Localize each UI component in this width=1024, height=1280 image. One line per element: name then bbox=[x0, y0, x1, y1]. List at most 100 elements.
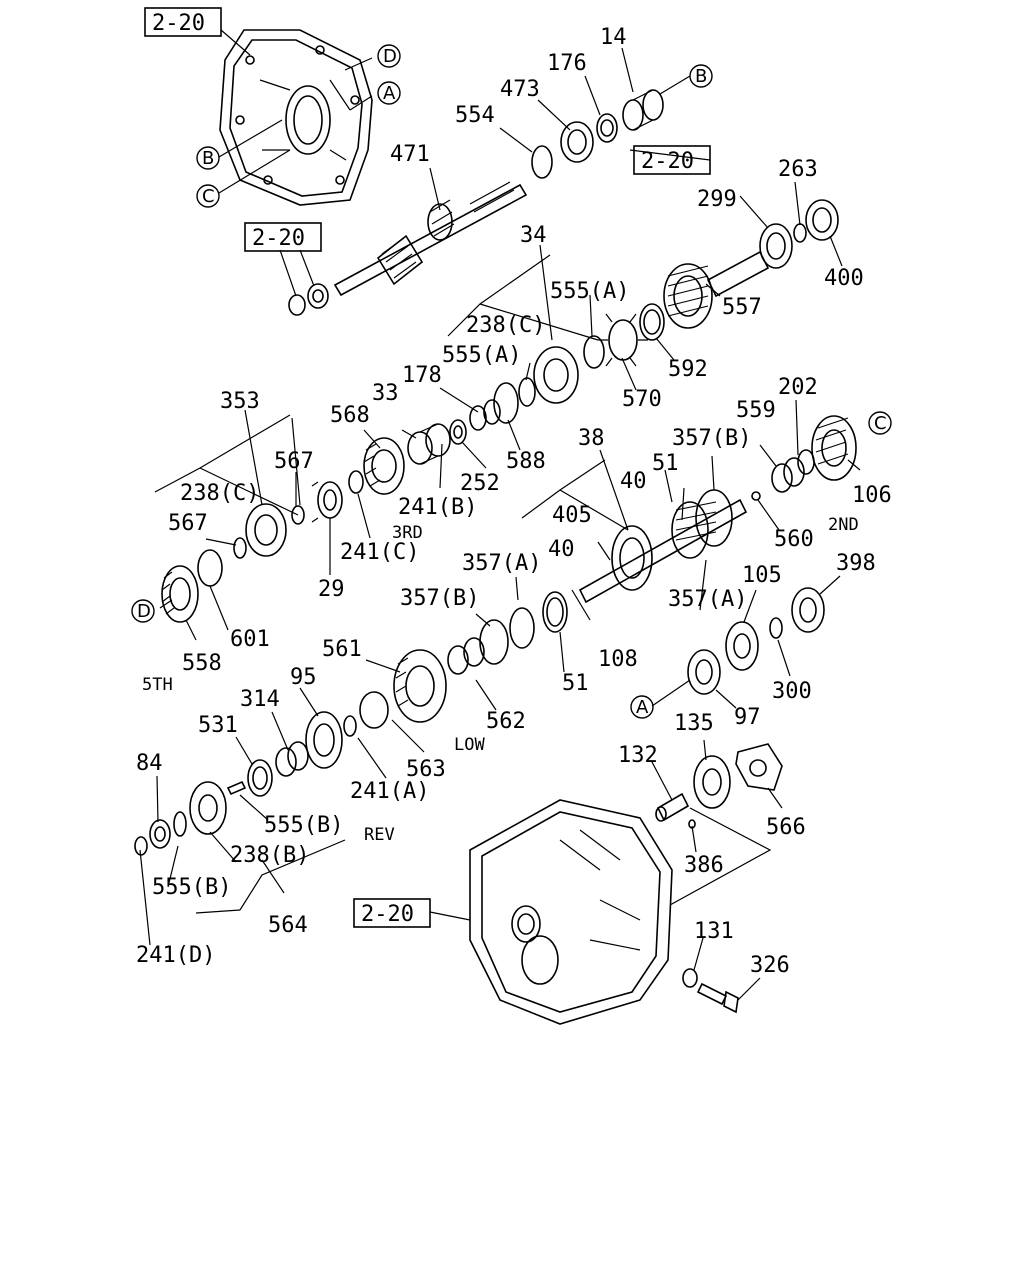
circle-ref-b-right-text: B bbox=[695, 66, 707, 87]
circle-ref-c-left: C bbox=[196, 184, 220, 208]
snap-ring-555b-lower bbox=[173, 811, 187, 837]
label-326: 326 bbox=[750, 953, 790, 978]
label-559: 559 bbox=[736, 398, 776, 423]
synchro-ring-554 bbox=[531, 145, 553, 179]
label-557: 557 bbox=[722, 295, 762, 320]
gear-label-low: LOW bbox=[454, 735, 485, 755]
synchronizer-238c-upper bbox=[533, 346, 579, 404]
label-105: 105 bbox=[742, 563, 782, 588]
needle-bearing-33 bbox=[407, 423, 451, 465]
third-gear-568 bbox=[363, 437, 405, 495]
label-241d: 241(D) bbox=[136, 943, 215, 968]
snap-ring-241a bbox=[343, 715, 357, 737]
snap-ring-241b bbox=[348, 470, 364, 494]
label-555a-2: 555(A) bbox=[442, 343, 521, 368]
main-drive-shaft bbox=[333, 181, 528, 297]
hub-473 bbox=[560, 121, 594, 163]
label-300: 300 bbox=[772, 679, 812, 704]
label-108: 108 bbox=[598, 647, 638, 672]
label-555a-1: 555(A) bbox=[550, 279, 629, 304]
bracket-566 bbox=[735, 743, 783, 791]
label-568: 568 bbox=[330, 403, 370, 428]
label-34: 34 bbox=[520, 223, 547, 248]
label-252: 252 bbox=[460, 471, 500, 496]
bearing-84 bbox=[149, 819, 171, 849]
ref-box-top-left[interactable]: 2-20 bbox=[144, 7, 222, 37]
snap-ring-555a-lower bbox=[518, 377, 536, 407]
label-51-1: 51 bbox=[652, 451, 679, 476]
circle-ref-b-right: B bbox=[689, 64, 713, 88]
mainshaft-108 bbox=[578, 489, 748, 604]
snap-ring-241d bbox=[134, 836, 148, 856]
label-33: 33 bbox=[372, 381, 399, 406]
synchro-ring-531 bbox=[247, 759, 273, 797]
ref-box-bottom[interactable]: 2-20 bbox=[353, 898, 431, 928]
label-132: 132 bbox=[618, 743, 658, 768]
ring-176 bbox=[596, 113, 618, 143]
snap-ring-567-upper bbox=[291, 505, 305, 525]
front-cover-housing bbox=[219, 29, 373, 206]
synchronizer-238c-lower bbox=[245, 503, 287, 557]
circle-ref-a-top-text: A bbox=[383, 83, 396, 104]
label-97: 97 bbox=[734, 705, 761, 730]
circle-ref-c-right-text: C bbox=[874, 413, 887, 434]
gear-label-rev: REV bbox=[364, 825, 395, 845]
gear-label-2nd: 2ND bbox=[828, 515, 859, 535]
fifth-gear-558 bbox=[161, 565, 199, 623]
circle-ref-a-top: A bbox=[377, 81, 401, 105]
gear-label-5th: 5TH bbox=[142, 675, 173, 695]
part-labels: 14 176 473 554 471 299 263 400 34 555(A)… bbox=[136, 25, 892, 978]
label-561: 561 bbox=[322, 637, 362, 662]
label-588: 588 bbox=[506, 449, 546, 474]
label-566: 566 bbox=[766, 815, 806, 840]
label-531: 531 bbox=[198, 713, 238, 738]
label-241a: 241(A) bbox=[350, 779, 429, 804]
ref-box-upper-right-text: 2-20 bbox=[641, 149, 694, 174]
label-567-1: 567 bbox=[274, 449, 314, 474]
label-176: 176 bbox=[547, 51, 587, 76]
needle-bearing-314 bbox=[275, 741, 309, 777]
label-238c-2: 238(C) bbox=[180, 481, 259, 506]
label-563: 563 bbox=[406, 757, 446, 782]
synchro-ring-588 bbox=[493, 382, 519, 424]
gear-97 bbox=[687, 649, 721, 695]
bearing-400 bbox=[805, 199, 839, 241]
label-357a-1: 357(A) bbox=[462, 551, 541, 576]
ball-560 bbox=[751, 491, 761, 501]
label-178: 178 bbox=[402, 363, 442, 388]
label-386: 386 bbox=[684, 853, 724, 878]
label-357b-1: 357(B) bbox=[672, 426, 751, 451]
idler-gear-135 bbox=[693, 755, 731, 809]
label-40-1: 40 bbox=[620, 469, 647, 494]
label-567-2: 567 bbox=[168, 511, 208, 536]
snap-ring-567-lower bbox=[233, 537, 247, 559]
ref-box-mid-left[interactable]: 2-20 bbox=[244, 222, 322, 252]
label-405: 405 bbox=[552, 503, 592, 528]
front-bearing-pair bbox=[288, 283, 329, 316]
label-299: 299 bbox=[697, 187, 737, 212]
needle-bearing-178 bbox=[469, 399, 501, 431]
bolt-326 bbox=[696, 982, 739, 1014]
label-241b: 241(B) bbox=[398, 495, 477, 520]
label-84: 84 bbox=[136, 751, 163, 776]
key-555b-upper bbox=[226, 780, 247, 796]
bearing-299 bbox=[759, 223, 793, 269]
label-560: 560 bbox=[774, 527, 814, 552]
reverse-synchronizer-238b bbox=[189, 781, 227, 835]
label-555b-2: 555(B) bbox=[152, 875, 231, 900]
snap-ring-555a-upper bbox=[583, 335, 605, 369]
label-357a-2: 357(A) bbox=[668, 587, 747, 612]
label-564: 564 bbox=[268, 913, 308, 938]
low-gear-561 bbox=[393, 649, 447, 723]
needle-bearing-562 bbox=[447, 637, 485, 675]
label-357b-2: 357(B) bbox=[400, 586, 479, 611]
label-554: 554 bbox=[455, 103, 495, 128]
second-gear-106 bbox=[811, 415, 857, 481]
ref-box-upper-right[interactable]: 2-20 bbox=[633, 145, 711, 175]
label-131: 131 bbox=[694, 919, 734, 944]
label-473: 473 bbox=[500, 77, 540, 102]
label-555b-1: 555(B) bbox=[264, 813, 343, 838]
label-135: 135 bbox=[674, 711, 714, 736]
label-238c-1: 238(C) bbox=[466, 313, 545, 338]
ref-box-bottom-text: 2-20 bbox=[361, 902, 414, 927]
